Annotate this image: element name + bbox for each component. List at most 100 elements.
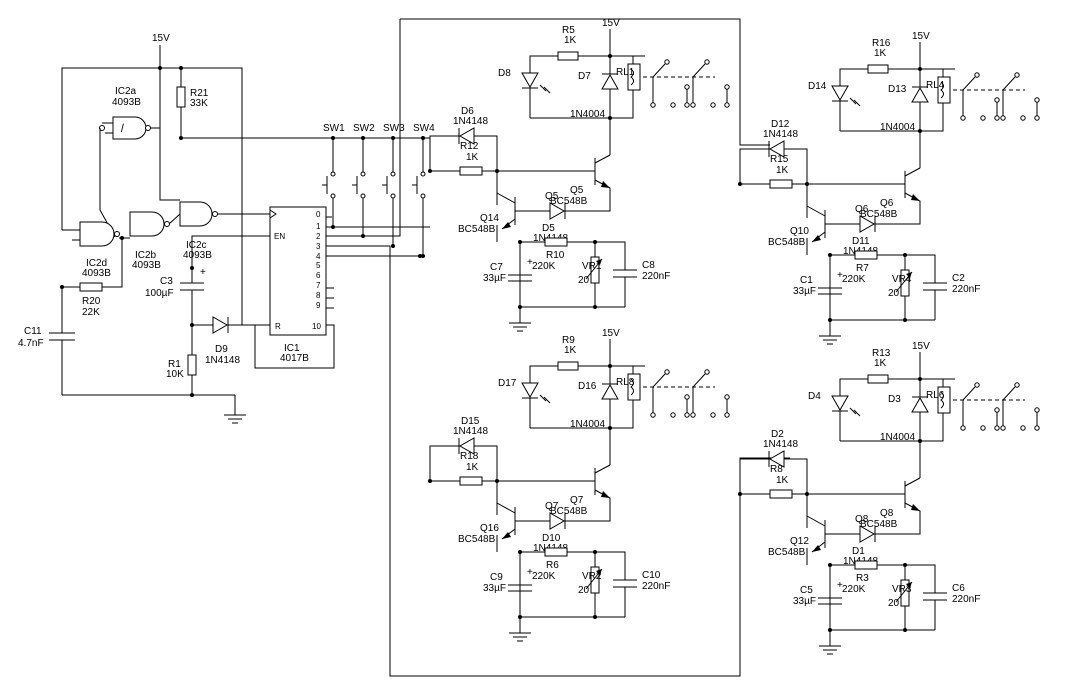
r1-value: 10K — [166, 369, 184, 380]
input-resistor — [459, 166, 483, 176]
driver-transistor-ref: Q8 — [880, 508, 894, 519]
input-transistor-ref: Q16 — [480, 523, 499, 534]
relay-contact-nc — [1034, 407, 1040, 413]
timing-resistor — [854, 560, 878, 570]
timing-resistor-ref: R7 — [856, 263, 869, 274]
timing-diode-ref: D11 — [852, 236, 870, 247]
timing-resistor — [544, 547, 568, 557]
relay-contact-top — [664, 369, 670, 375]
input-resistor — [769, 179, 793, 189]
timing-cap-ref: C5 — [800, 585, 813, 596]
relay-contact — [690, 412, 696, 418]
res-top-ref: R13 — [872, 348, 891, 359]
relay-contact-nc — [684, 84, 690, 90]
relay-contact-nc — [1034, 97, 1040, 103]
driver-transistor-value: BC548B — [550, 196, 588, 207]
relay-contact — [1000, 425, 1006, 431]
flyback-ref: D13 — [888, 84, 907, 95]
input-resistor — [459, 476, 483, 486]
relay-contact-top — [704, 59, 710, 65]
ic1-pin-5: 5 — [316, 261, 321, 270]
input-resistor-value: 1K — [466, 152, 479, 163]
relay-coil — [627, 373, 641, 401]
relay-ref: RL4 — [926, 80, 945, 91]
switch-contact-1 — [360, 171, 366, 177]
led-ref: D8 — [498, 68, 511, 79]
input-resistor-ref: R12 — [460, 141, 479, 152]
ic2b-ref: IC2b — [135, 250, 157, 261]
ic2c-ref: IC2c — [186, 240, 207, 251]
ic1-pin-6: 6 — [316, 271, 321, 280]
driver-ref-dup: Q8 — [855, 514, 869, 525]
ic2c-part: 4093B — [183, 250, 212, 261]
input-transistor-value: BC548B — [768, 547, 806, 558]
ic2a-symbol: ꟾ — [120, 123, 124, 134]
timing-diode-ref: D5 — [542, 223, 555, 234]
relay-contact-nc — [684, 394, 690, 400]
timing-resistor-value: 220K — [532, 261, 556, 272]
timing-resistor-value: 220K — [532, 571, 556, 582]
relay-contact-top — [974, 382, 980, 388]
res-top-value: 1K — [874, 358, 887, 369]
channel-supply: 15V — [602, 18, 620, 29]
timing-resistor — [854, 250, 878, 260]
r20-value: 22K — [82, 307, 100, 318]
timing-resistor-ref: R10 — [546, 250, 565, 261]
r1-resistor — [187, 354, 197, 376]
switch-label-sw2: SW2 — [353, 123, 375, 134]
relay-contact-nc — [724, 84, 730, 90]
filter-cap-value: 220nF — [642, 581, 670, 592]
led-diode — [521, 72, 539, 89]
res-top — [557, 361, 579, 371]
timing-cap-value: 33µF — [483, 273, 506, 284]
input-transistor-value: BC548B — [458, 224, 496, 235]
ic1-pin-9: 9 — [316, 301, 321, 310]
filter-cap-ref: C6 — [952, 583, 965, 594]
relay-contact-top — [974, 72, 980, 78]
led-diode — [831, 85, 849, 102]
input-transistor-value: BC548B — [768, 237, 806, 248]
switch-contact-3 — [420, 171, 426, 177]
ic1-reset: R — [275, 322, 281, 331]
ic2a-gate — [112, 116, 147, 140]
timing-resistor-value: 220K — [842, 584, 866, 595]
trim-pot-ref: VR3 — [892, 584, 912, 595]
d9-value: 1N4148 — [205, 355, 240, 366]
c3-ref: C3 — [160, 276, 173, 287]
relay-contact — [690, 102, 696, 108]
switch-contact-2 — [390, 171, 396, 177]
relay-contact-top — [704, 369, 710, 375]
switch-label-sw1: SW1 — [323, 123, 345, 134]
flyback-value: 1N4004 — [880, 432, 915, 443]
driver-ref-dup: Q5 — [545, 191, 559, 202]
led-ref: D14 — [808, 81, 827, 92]
ic1-pin-0: 0 — [316, 210, 321, 219]
switch-contact-0 — [330, 171, 336, 177]
relay-contact — [670, 102, 676, 108]
driver-transistor-value: BC548B — [550, 506, 588, 517]
timing-cap-plus: + — [527, 567, 533, 578]
feedback-diode — [859, 525, 876, 543]
relay-contact — [650, 412, 656, 418]
input-diode-value: 1N4148 — [763, 439, 798, 450]
res-top-ref: R9 — [562, 335, 575, 346]
relay-contact — [1020, 425, 1026, 431]
ic2d-ref: IC2d — [86, 258, 107, 269]
flyback-ref: D16 — [578, 381, 597, 392]
relay-ref: RL8 — [616, 377, 635, 388]
feedback-diode — [549, 202, 566, 220]
led-ref: D4 — [808, 391, 821, 402]
r1-ref: R1 — [168, 359, 181, 370]
relay-contact-top — [1014, 382, 1020, 388]
ic1-pin-8: 8 — [316, 291, 321, 300]
res-top — [867, 64, 889, 74]
switch-contact-b-3 — [420, 193, 426, 199]
filter-cap-ref: C8 — [642, 260, 655, 271]
relay-contact — [980, 425, 986, 431]
feedback-diode — [549, 512, 566, 530]
timing-diode-ref: D10 — [542, 533, 561, 544]
relay-contact — [710, 102, 716, 108]
ic2c-gate — [179, 201, 213, 227]
